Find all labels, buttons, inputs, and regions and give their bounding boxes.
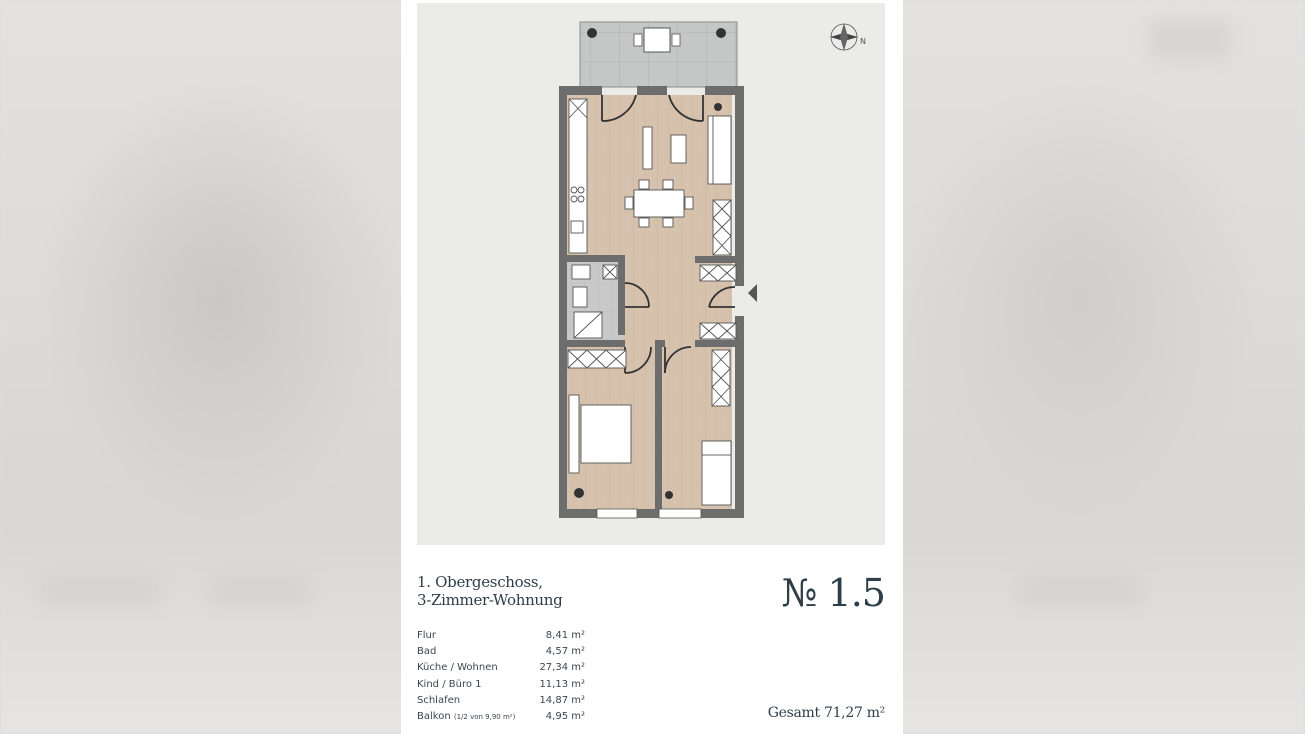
room-row: Balkon (1/2 von 9,90 m²) 4,95 m² <box>417 709 585 725</box>
room-name: Balkon <box>417 710 451 722</box>
room-name: Flur <box>417 630 436 641</box>
room-area: 11,13 m² <box>539 678 585 690</box>
north-compass-icon: N <box>830 23 866 51</box>
blurred-background-block <box>1150 20 1230 60</box>
kitchen-counter <box>568 98 588 254</box>
balcony <box>579 21 738 88</box>
living-furniture <box>624 115 732 228</box>
blurred-background-block <box>1020 575 1140 605</box>
floor-title: 1. Obergeschoss, 3-Zimmer-Wohnung <box>417 573 563 609</box>
wardrobes <box>567 199 737 407</box>
room-row: Schlafen 14,87 m² <box>417 693 585 709</box>
room-row: Flur 8,41 m² <box>417 628 585 644</box>
room-area: 8,41 m² <box>545 630 585 641</box>
floor-title-line2: 3-Zimmer-Wohnung <box>417 591 563 609</box>
room-name: Kind / Büro 1 <box>417 678 482 690</box>
room-area: 14,87 m² <box>539 694 585 706</box>
room-name: Küche / Wohnen <box>417 662 498 674</box>
windows <box>596 508 702 519</box>
room-area-list: Flur 8,41 m² Bad 4,57 m² Küche / Wohnen … <box>417 628 585 725</box>
floorplan-drawing: N <box>559 21 866 519</box>
plant-icons <box>574 28 726 499</box>
room-row: Bad 4,57 m² <box>417 644 585 660</box>
apartment-number: № 1.5 <box>781 571 886 615</box>
floor-title-line1: 1. Obergeschoss, <box>417 573 543 591</box>
room-row: Kind / Büro 1 11,13 m² <box>417 677 585 693</box>
walls <box>559 86 744 518</box>
bathroom-fixtures <box>571 264 618 339</box>
entrance-arrow-icon <box>748 284 757 302</box>
room-note: (1/2 von 9,90 m²) <box>453 712 516 721</box>
floorplan-sheet: N 1. Obergeschoss, 3-Zimmer-Wohnung № 1.… <box>401 0 903 734</box>
blurred-background-block <box>210 575 310 605</box>
north-label: N <box>860 37 866 46</box>
total-area: Gesamt 71,27 m² <box>767 705 886 721</box>
room-name: Bad <box>417 646 437 658</box>
room-row: Küche / Wohnen 27,34 m² <box>417 660 585 676</box>
bedroom-furniture <box>568 394 732 506</box>
room-area: 4,95 m² <box>545 710 585 722</box>
room-area: 4,57 m² <box>545 646 585 658</box>
floorplan-drawing-area: N <box>417 3 885 545</box>
room-name: Schlafen <box>417 694 461 706</box>
room-area: 27,34 m² <box>539 662 585 674</box>
blurred-background-block <box>40 575 160 605</box>
